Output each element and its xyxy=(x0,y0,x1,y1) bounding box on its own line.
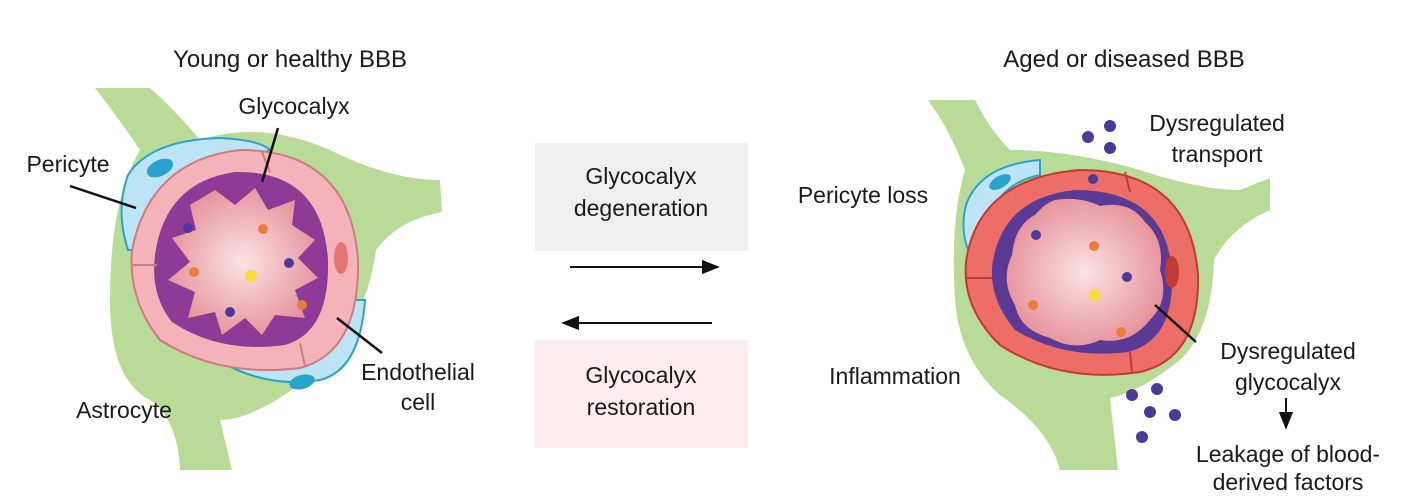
transport-molecule-3 xyxy=(1104,142,1116,154)
healthy-pericyte-nucleus-top xyxy=(146,158,174,178)
pericyte-label: Pericyte xyxy=(26,151,109,177)
diseased-molecule-purple-1 xyxy=(1031,230,1041,240)
degeneration-label-line1: Glycocalyx xyxy=(585,163,697,189)
left-panel-title: Young or healthy BBB xyxy=(173,46,407,73)
leak-molecule-3 xyxy=(1144,406,1156,418)
healthy-molecule-yellow xyxy=(245,270,257,282)
leak-molecule-5 xyxy=(1136,431,1148,443)
restoration-label-line1: Glycocalyx xyxy=(585,362,697,388)
glycocalyx-dys-label-line1: Dysregulated xyxy=(1220,338,1356,364)
transport-molecule-2 xyxy=(1104,120,1116,132)
pericyte-loss-label: Pericyte loss xyxy=(798,182,928,208)
diseased-molecule-purple-3 xyxy=(1088,174,1098,184)
endothelial-label-line1: Endothelial xyxy=(361,359,475,385)
healthy-junction-bottom xyxy=(299,342,306,367)
endothelial-label-line2: cell xyxy=(401,389,436,415)
leak-molecule-2 xyxy=(1151,383,1163,395)
transport-molecule-1 xyxy=(1082,131,1094,143)
diseased-molecule-purple-2 xyxy=(1122,272,1132,282)
healthy-molecule-purple-3 xyxy=(225,307,235,317)
astrocyte-label: Astrocyte xyxy=(76,397,172,423)
transport-label-line2: transport xyxy=(1172,141,1263,167)
diseased-molecule-orange-2 xyxy=(1028,300,1038,310)
pericyte-leader xyxy=(69,184,137,210)
healthy-molecule-purple-2 xyxy=(284,258,294,268)
diseased-endothelial-nucleus xyxy=(1165,256,1179,288)
leak-molecule-1 xyxy=(1126,389,1138,401)
glycocalyx-dys-label-line2: glycocalyx xyxy=(1235,369,1342,395)
diseased-molecule-yellow xyxy=(1089,289,1101,301)
healthy-molecule-purple-1 xyxy=(183,223,193,233)
healthy-molecule-orange-1 xyxy=(258,224,268,234)
leakage-label-line2: derived factors xyxy=(1213,469,1364,495)
diseased-vessel xyxy=(928,100,1270,470)
glycocalyx-label: Glycocalyx xyxy=(238,93,350,119)
diseased-junction-bottom xyxy=(1129,351,1133,373)
healthy-molecule-orange-2 xyxy=(189,267,199,277)
restoration-box xyxy=(535,340,748,448)
endothelial-leader xyxy=(336,317,383,354)
glycocalyx-leader xyxy=(260,127,280,183)
healthy-lumen xyxy=(168,188,318,335)
dysregulated-glycocalyx-leader xyxy=(1154,304,1197,343)
inflammation-label: Inflammation xyxy=(829,363,961,389)
leaking-molecules xyxy=(1126,383,1181,443)
right-panel-title: Aged or diseased BBB xyxy=(1003,46,1245,73)
restoration-label-line2: restoration xyxy=(587,394,696,420)
healthy-junction-top xyxy=(261,151,271,173)
diseased-lumen xyxy=(1006,198,1164,346)
degeneration-box xyxy=(535,143,748,251)
healthy-vessel xyxy=(95,88,442,470)
diseased-pericyte-nucleus xyxy=(989,174,1011,190)
diseased-junction-top xyxy=(1124,171,1131,193)
degeneration-label-line2: degeneration xyxy=(574,195,708,221)
healthy-pericyte-nucleus-bottom xyxy=(289,374,315,390)
healthy-endothelial-nucleus xyxy=(334,242,348,274)
healthy-leader-lines xyxy=(69,127,383,354)
diseased-molecule-orange-3 xyxy=(1116,327,1126,337)
leak-molecule-4 xyxy=(1169,409,1181,421)
transport-label-line1: Dysregulated xyxy=(1149,110,1285,136)
diseased-molecule-orange-1 xyxy=(1089,241,1099,251)
leakage-label-line1: Leakage of blood- xyxy=(1196,441,1380,467)
healthy-molecule-orange-3 xyxy=(297,300,307,310)
escaping-molecules-top xyxy=(1082,120,1116,154)
